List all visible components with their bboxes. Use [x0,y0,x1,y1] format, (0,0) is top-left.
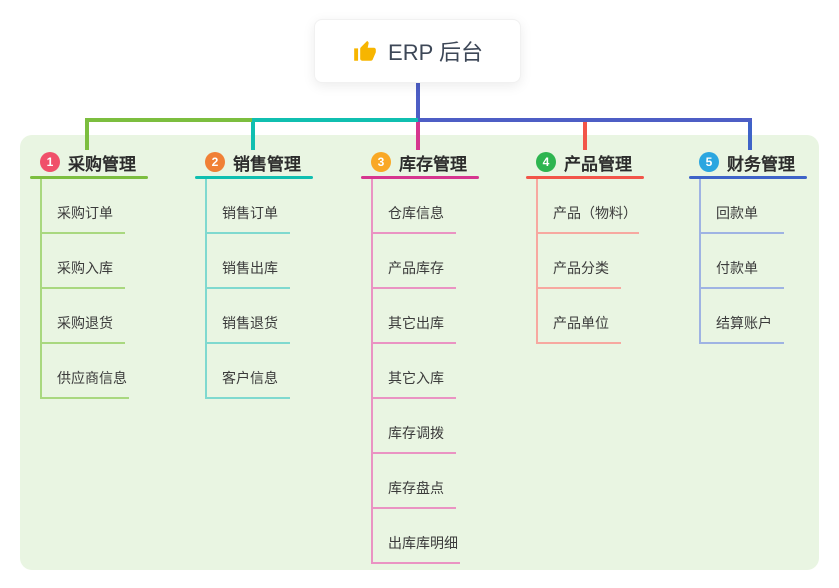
child-node[interactable]: 其它出库 [371,289,456,344]
child-node[interactable]: 客户信息 [205,344,290,399]
connector-drop-purchase [85,122,89,150]
connector-drop-finance [748,122,752,150]
branch-label: 财务管理 [727,154,795,174]
child-label: 其它出库 [388,315,444,331]
child-label: 销售订单 [222,205,278,221]
child-label: 出库库明细 [388,535,458,551]
child-label: 产品分类 [553,260,609,276]
thumbs-up-icon [354,40,376,61]
connector-drop-inventory [416,122,420,150]
child-node[interactable]: 销售出库 [205,234,290,289]
child-node[interactable]: 库存调拨 [371,399,456,454]
child-node[interactable]: 产品库存 [371,234,456,289]
connector-drop-sales [251,122,255,150]
connector-horizontal-middle [252,118,418,122]
child-label: 采购订单 [57,205,113,221]
child-label: 结算账户 [716,315,772,331]
branch-number-badge: 3 [371,152,391,172]
child-label: 产品库存 [388,260,444,276]
branch-inventory-title[interactable]: 3 库存管理 [361,150,479,174]
branch-number-badge: 5 [699,152,719,172]
child-label: 仓库信息 [388,205,444,221]
child-node[interactable]: 回款单 [699,179,784,234]
child-node[interactable]: 采购入库 [40,234,125,289]
branch-purchase-title[interactable]: 1 采购管理 [30,150,148,174]
branch-spine-line [536,179,538,344]
root-node[interactable]: ERP 后台 [314,19,521,83]
branch-spine-line [699,179,701,344]
child-label: 产品（物料） [553,205,637,221]
root-node-label: ERP 后台 [388,40,483,65]
branch-sales-title[interactable]: 2 销售管理 [195,150,313,174]
branch-product: 4 产品管理 产品（物料） 产品分类 产品单位 [526,150,644,344]
branch-underline [361,176,479,179]
child-node[interactable]: 供应商信息 [40,344,129,399]
child-label: 销售退货 [222,315,278,331]
connector-root-vertical [416,83,420,120]
child-label: 付款单 [716,260,758,276]
connector-horizontal-right [418,118,752,122]
branch-label: 产品管理 [564,154,632,174]
child-node[interactable]: 销售订单 [205,179,290,234]
connector-horizontal-left [85,118,252,122]
branch-purchase: 1 采购管理 采购订单 采购入库 采购退货 供应商信息 [30,150,148,399]
branch-label: 采购管理 [68,154,136,174]
mindmap-panel [20,135,819,570]
child-node[interactable]: 产品分类 [536,234,621,289]
child-node[interactable]: 付款单 [699,234,784,289]
branch-number-badge: 1 [40,152,60,172]
branch-number-badge: 2 [205,152,225,172]
child-node[interactable]: 仓库信息 [371,179,456,234]
child-label: 采购入库 [57,260,113,276]
branch-spine-line [40,179,42,399]
branch-finance: 5 财务管理 回款单 付款单 结算账户 [689,150,807,344]
child-label: 其它入库 [388,370,444,386]
branch-underline [689,176,807,179]
child-node[interactable]: 采购订单 [40,179,125,234]
child-label: 销售出库 [222,260,278,276]
child-node[interactable]: 结算账户 [699,289,784,344]
branch-underline [195,176,313,179]
branch-sales: 2 销售管理 销售订单 销售出库 销售退货 客户信息 [195,150,313,399]
child-node[interactable]: 出库库明细 [371,509,460,564]
child-node[interactable]: 产品（物料） [536,179,639,234]
branch-label: 库存管理 [399,154,467,174]
branch-finance-title[interactable]: 5 财务管理 [689,150,807,174]
child-label: 客户信息 [222,370,278,386]
branch-spine-line [371,179,373,564]
child-node[interactable]: 销售退货 [205,289,290,344]
child-label: 产品单位 [553,315,609,331]
child-label: 回款单 [716,205,758,221]
connector-drop-product [583,122,587,150]
child-node[interactable]: 其它入库 [371,344,456,399]
branch-label: 销售管理 [233,154,301,174]
branch-inventory: 3 库存管理 仓库信息 产品库存 其它出库 其它入库 库存调拨 库存盘点 出库库… [361,150,479,564]
branch-spine-line [205,179,207,399]
child-node[interactable]: 产品单位 [536,289,621,344]
branch-number-badge: 4 [536,152,556,172]
branch-underline [526,176,644,179]
child-node[interactable]: 库存盘点 [371,454,456,509]
child-label: 采购退货 [57,315,113,331]
branch-product-title[interactable]: 4 产品管理 [526,150,644,174]
child-label: 供应商信息 [57,370,127,386]
child-label: 库存调拨 [388,425,444,441]
child-label: 库存盘点 [388,480,444,496]
branch-underline [30,176,148,179]
child-node[interactable]: 采购退货 [40,289,125,344]
